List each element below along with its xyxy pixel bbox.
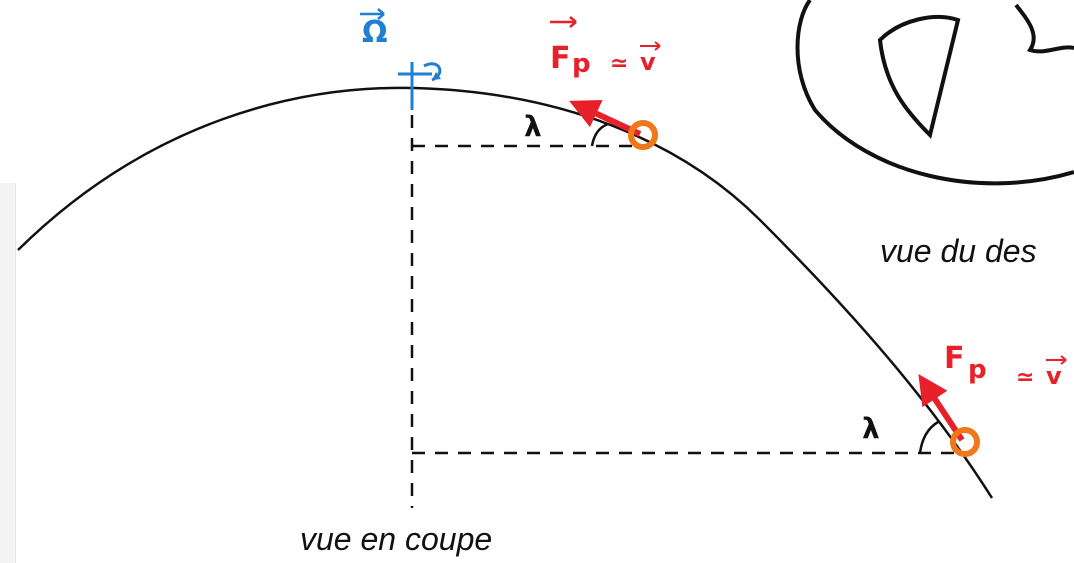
omega-label: Ω bbox=[362, 15, 388, 50]
force-label-top: F bbox=[550, 41, 571, 76]
continent-outline bbox=[877, 15, 961, 139]
force-vector-top: F p ≃ v bbox=[550, 16, 661, 150]
velocity-label-top: v bbox=[640, 48, 656, 76]
top-view-globe bbox=[795, 0, 1074, 186]
force-label-bottom: F bbox=[944, 341, 965, 376]
force-vector-bottom: F p ≃ v bbox=[918, 341, 1067, 457]
lambda-label-bottom: λ bbox=[862, 412, 880, 445]
lambda-label-top: λ bbox=[524, 110, 542, 143]
caption-top-view: vue du des bbox=[880, 233, 1037, 269]
approx-symbol-top: ≃ bbox=[610, 51, 628, 76]
omega-vector: Ω bbox=[360, 8, 442, 110]
angle-arc-bottom bbox=[918, 420, 939, 454]
earth-section-arc bbox=[17, 86, 994, 499]
angle-arc-top bbox=[590, 122, 609, 147]
particle-icon bbox=[950, 427, 980, 457]
particle-icon bbox=[628, 120, 658, 150]
approx-symbol-bottom: ≃ bbox=[1016, 365, 1034, 390]
force-subscript-top: p bbox=[572, 49, 591, 79]
caption-section-view: vue en coupe bbox=[300, 521, 492, 557]
velocity-label-bottom: v bbox=[1046, 362, 1062, 390]
force-subscript-bottom: p bbox=[968, 355, 987, 385]
continent-outline bbox=[1014, 3, 1074, 54]
side-panel bbox=[0, 183, 16, 563]
